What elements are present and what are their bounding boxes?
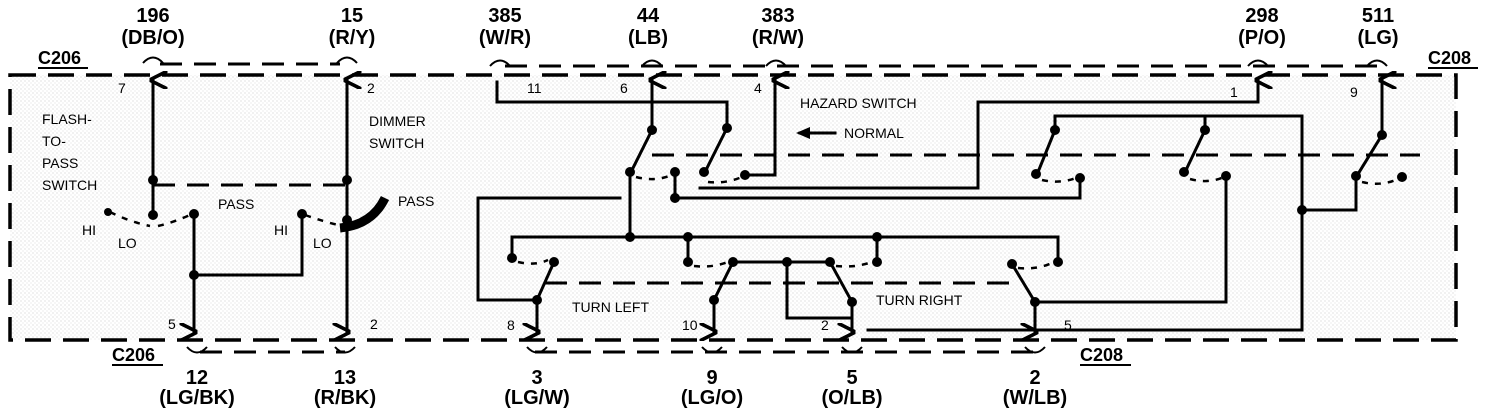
svg-text:13: 13 [334, 367, 356, 389]
svg-text:7: 7 [118, 80, 126, 96]
svg-text:PASS: PASS [42, 155, 78, 171]
svg-text:C206: C206 [38, 48, 81, 68]
svg-text:383: 383 [761, 5, 794, 27]
hi-label: HI [82, 222, 96, 238]
svg-text:10: 10 [682, 317, 698, 333]
bottom-wire-13: 13 (R/BK) 2 [314, 316, 378, 409]
pass-label-dimmer: PASS [398, 193, 434, 209]
svg-text:44: 44 [637, 5, 660, 27]
svg-text:(W/R): (W/R) [479, 27, 531, 49]
bottom-wire-12: 12 (LG/BK) 5 [159, 316, 235, 409]
normal-label: NORMAL [844, 125, 904, 141]
svg-text:298: 298 [1245, 5, 1278, 27]
turn-left-label: TURN LEFT [572, 299, 649, 315]
svg-text:SWITCH: SWITCH [369, 135, 424, 151]
svg-text:196: 196 [136, 5, 169, 27]
svg-text:11: 11 [527, 80, 542, 96]
lo-label: LO [118, 235, 137, 251]
top-wire-15: 15 (R/Y) 2 [329, 5, 376, 96]
svg-text:(R/Y): (R/Y) [329, 27, 376, 49]
svg-text:2: 2 [370, 316, 378, 332]
pass-label: PASS [218, 196, 254, 212]
svg-text:2: 2 [821, 317, 829, 333]
top-wire-511: 511 (LG) 9 [1350, 5, 1399, 100]
svg-text:1: 1 [1230, 84, 1238, 100]
lo-label-dimmer: LO [313, 235, 332, 251]
svg-text:(LG/W): (LG/W) [504, 387, 570, 409]
svg-text:(R/W): (R/W) [752, 27, 804, 49]
connector-label-bottom-right: C208 [1080, 345, 1131, 366]
svg-text:C208: C208 [1080, 345, 1123, 365]
bottom-wire-2: 2 (W/LB) 5 [1003, 317, 1072, 409]
svg-text:SWITCH: SWITCH [42, 177, 97, 193]
svg-text:(P/O): (P/O) [1238, 27, 1286, 49]
bottom-wire-9: 9 (LG/O) 10 [681, 317, 743, 409]
flash-to-pass-switch-section [104, 80, 345, 332]
flash-to-pass-switch-label: FLASH- TO- PASS SWITCH [42, 111, 97, 193]
svg-text:(LG/O): (LG/O) [681, 387, 743, 409]
svg-text:2: 2 [367, 80, 375, 96]
svg-text:(LG/BK): (LG/BK) [159, 387, 235, 409]
connector-label-top-left: C206 [38, 48, 88, 69]
bottom-wire-5: 5 (O/LB) 2 [821, 317, 883, 409]
connector-label-top-right: C208 [1428, 48, 1478, 69]
svg-text:C208: C208 [1428, 48, 1471, 68]
turn-signal-section [476, 196, 1063, 332]
turn-right-label: TURN RIGHT [876, 292, 963, 308]
svg-text:(LB): (LB) [628, 27, 668, 49]
svg-text:5: 5 [846, 367, 857, 389]
svg-text:3: 3 [531, 367, 542, 389]
top-wire-44: 44 (LB) 6 [620, 5, 668, 96]
svg-text:9: 9 [706, 367, 717, 389]
svg-text:15: 15 [341, 5, 363, 27]
svg-text:6: 6 [620, 80, 628, 96]
svg-text:511: 511 [1362, 5, 1394, 27]
bottom-wire-3: 3 (LG/W) 8 [504, 317, 570, 409]
svg-text:FLASH-: FLASH- [42, 111, 92, 127]
svg-text:(O/LB): (O/LB) [821, 387, 882, 409]
top-wire-383: 383 (R/W) 4 [752, 5, 804, 96]
dimmer-switch-section [194, 80, 390, 332]
svg-text:(LG): (LG) [1357, 27, 1398, 49]
svg-text:(R/BK): (R/BK) [314, 387, 376, 409]
svg-text:2: 2 [1029, 367, 1040, 389]
svg-text:12: 12 [186, 367, 208, 389]
svg-text:4: 4 [754, 80, 762, 96]
dimmer-switch-label: DIMMER SWITCH [369, 113, 426, 151]
svg-text:(W/LB): (W/LB) [1003, 387, 1067, 409]
svg-text:(DB/O): (DB/O) [121, 27, 184, 49]
top-wire-385: 385 (W/R) 11 [479, 5, 542, 96]
svg-text:C206: C206 [112, 345, 155, 365]
hi-label-dimmer: HI [274, 222, 288, 238]
svg-text:8: 8 [507, 317, 515, 333]
top-wire-196: 196 (DB/O) 7 [118, 5, 185, 96]
svg-text:385: 385 [488, 5, 521, 27]
top-wire-298: 298 (P/O) 1 [1230, 5, 1286, 100]
hazard-switch-section [495, 80, 1420, 332]
svg-text:5: 5 [1064, 317, 1072, 333]
svg-text:TO-: TO- [42, 133, 66, 149]
svg-text:5: 5 [168, 316, 176, 332]
svg-text:DIMMER: DIMMER [369, 113, 426, 129]
connector-label-bottom-left: C206 [112, 345, 163, 366]
hazard-switch-label: HAZARD SWITCH [800, 95, 917, 111]
switch-housing-outline [8, 73, 1458, 342]
svg-text:9: 9 [1350, 84, 1358, 100]
